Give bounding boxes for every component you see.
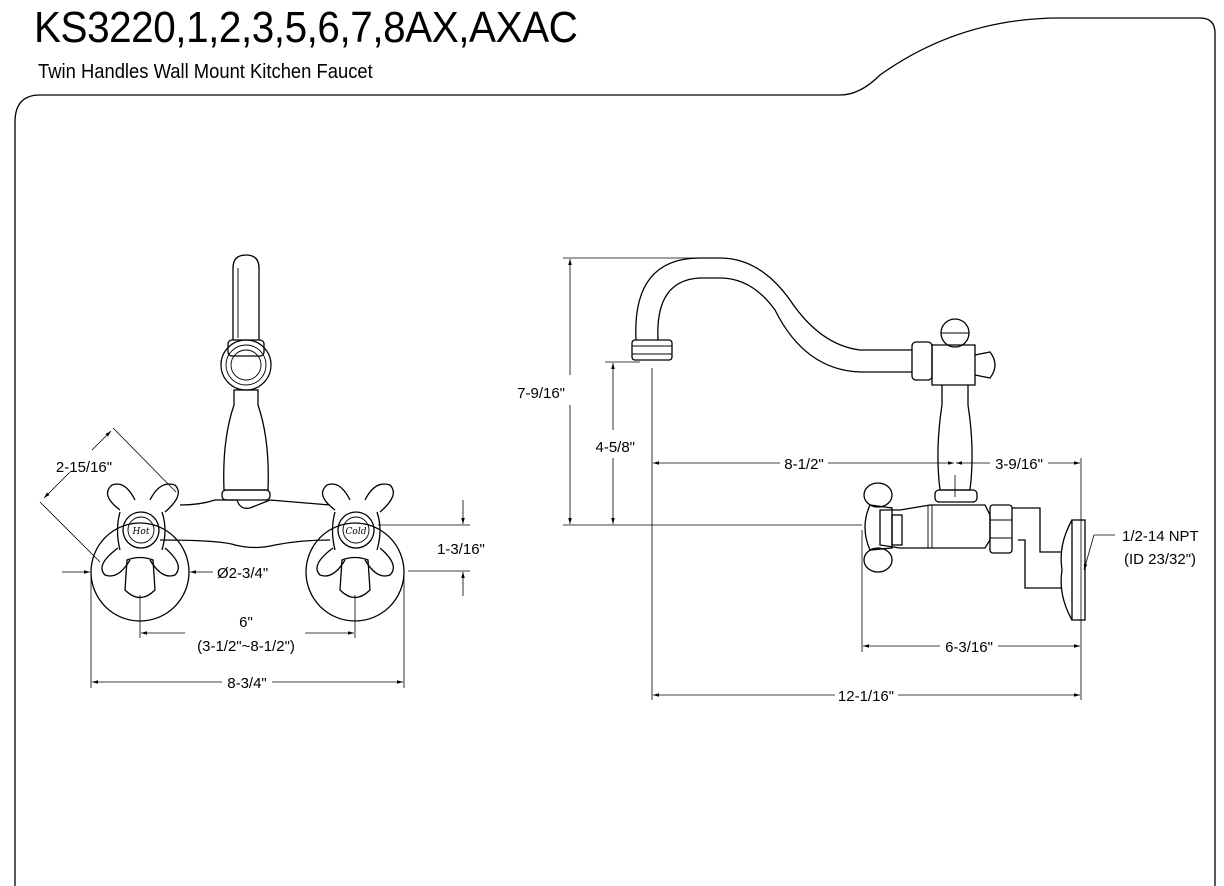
- dim-overall-height: 7-9/16": [517, 385, 565, 402]
- dim-escutcheon-diameter: Ø2-3/4": [217, 565, 268, 582]
- dim-handle-height: 1-3/16": [437, 541, 485, 558]
- drawing-subtitle: Twin Handles Wall Mount Kitchen Faucet: [38, 61, 373, 83]
- dim-handle-to-wall: 6-3/16": [945, 639, 993, 656]
- hot-label: Hot: [132, 527, 150, 537]
- dim-handle-span: 2-15/16": [56, 459, 112, 476]
- hot-handle: Hot: [101, 483, 179, 599]
- front-view-dimensions: 2-15/16" Ø2-3/4" 6" (3-1/2"~8-1/2") 8-3/…: [39, 427, 485, 692]
- dim-body-to-wall: 3-9/16": [995, 456, 1043, 473]
- npt-note-line2: (ID 23/32"): [1124, 551, 1196, 568]
- dim-spout-reach: 8-1/2": [784, 456, 824, 473]
- side-view-faucet: [631, 257, 1086, 621]
- side-view-dimensions: 7-9/16" 4-5/8" 8-1/2" 3-9/16" 6-3/16" 12…: [517, 257, 1199, 705]
- drawing-title: KS3220,1,2,3,5,6,7,8AX,AXAC: [34, 3, 578, 52]
- dim-overall-width: 8-3/4": [227, 675, 267, 692]
- dim-spout-clearance: 4-5/8": [595, 439, 635, 456]
- dim-overall-depth: 12-1/16": [838, 688, 894, 705]
- dim-center-range: (3-1/2"~8-1/2"): [197, 638, 295, 655]
- npt-note-line1: 1/2-14 NPT: [1122, 528, 1199, 545]
- cold-label: Cold: [346, 527, 367, 537]
- cold-handle: Cold: [316, 483, 394, 599]
- drawing-frame: [14, 17, 1216, 886]
- front-view-faucet: Hot Cold: [90, 254, 405, 622]
- dim-center-spread: 6": [239, 614, 253, 631]
